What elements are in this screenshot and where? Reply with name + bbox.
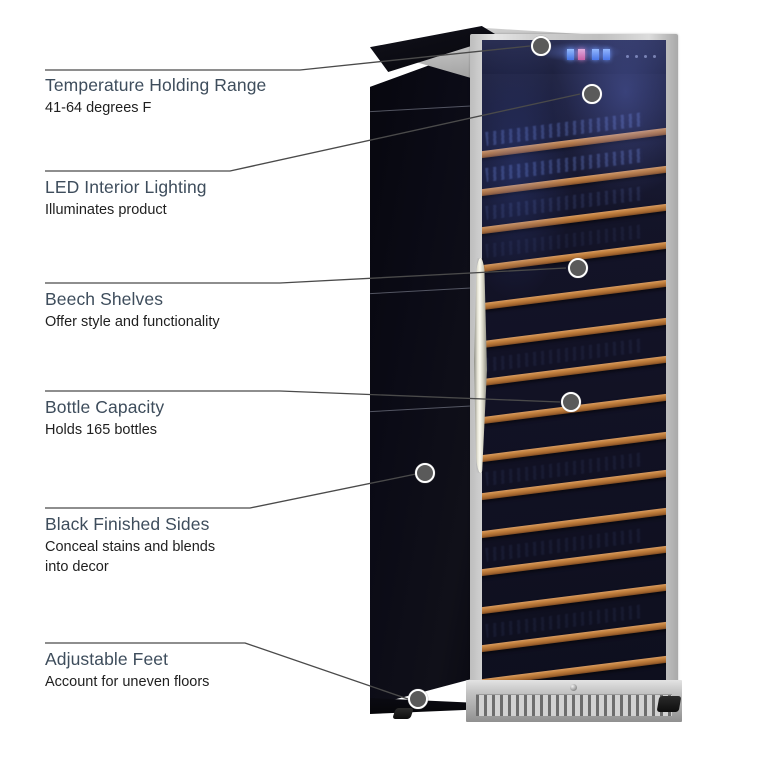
callout-title: Bottle Capacity (45, 397, 165, 417)
callout-subtitle: Holds 165 bottles (45, 421, 158, 438)
wine-cooler-product-image (370, 8, 690, 738)
adjustable-foot (656, 696, 682, 712)
callout-black-finished-sides: Black Finished Sides Conceal stains and … (45, 514, 215, 577)
control-indicator-dot (634, 55, 638, 58)
beech-shelf (482, 278, 666, 311)
callout-marker-capacity[interactable] (561, 392, 581, 412)
callout-bottle-capacity: Bottle Capacity Holds 165 bottles (45, 397, 164, 440)
glass-door-window (482, 40, 666, 690)
callout-marker-led[interactable] (582, 84, 602, 104)
control-indicator-dot (653, 55, 657, 58)
callout-title: LED Interior Lighting (45, 177, 207, 197)
callout-title: Temperature Holding Range (45, 75, 267, 95)
led-temperature-digit (577, 49, 585, 60)
led-temperature-digit (566, 49, 574, 60)
door-lock-icon (570, 684, 577, 691)
led-temperature-digit (603, 49, 611, 60)
callout-marker-shelves[interactable] (568, 258, 588, 278)
callout-subtitle: Illuminates product (45, 201, 167, 218)
control-indicator-dot (625, 55, 629, 58)
bottom-vent-plinth (466, 680, 682, 722)
adjustable-foot (392, 708, 414, 719)
leader-line-sides (45, 473, 417, 509)
callout-title: Adjustable Feet (45, 649, 169, 669)
callout-beech-shelves: Beech Shelves Offer style and functional… (45, 289, 220, 332)
callout-subtitle: Conceal stains and blends into decor (45, 538, 216, 575)
callout-marker-sides[interactable] (415, 463, 435, 483)
door-handle[interactable] (474, 258, 487, 473)
callout-title: Beech Shelves (45, 289, 164, 309)
callout-marker-temperature[interactable] (531, 36, 551, 56)
callout-subtitle: Account for uneven floors (45, 673, 210, 690)
callout-title: Black Finished Sides (45, 514, 210, 534)
callout-temperature-holding-range: Temperature Holding Range 41-64 degrees … (45, 75, 266, 118)
black-side-panel (370, 46, 482, 706)
callout-subtitle: Offer style and functionality (45, 313, 220, 330)
control-panel[interactable] (482, 40, 666, 74)
callout-subtitle: 41-64 degrees F (45, 99, 152, 116)
ventilation-grille (476, 694, 672, 716)
callout-led-interior-lighting: LED Interior Lighting Illuminates produc… (45, 177, 207, 220)
callout-marker-feet[interactable] (408, 689, 428, 709)
callout-adjustable-feet: Adjustable Feet Account for uneven floor… (45, 649, 209, 692)
led-temperature-digit (592, 49, 600, 60)
control-indicator-dot (643, 55, 647, 58)
